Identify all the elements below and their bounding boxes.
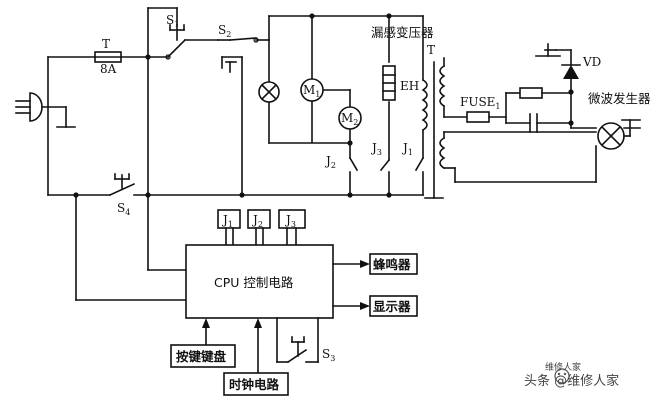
relay-j1-label: J1 [221, 213, 233, 229]
s1-label: S1 [166, 13, 179, 29]
transformer-t-label: T [427, 43, 435, 57]
relay-j3-label: J3 [284, 213, 296, 229]
relay-coils: J1 J2 J3 [217, 209, 306, 246]
relay-j2-label: J2 [251, 213, 263, 229]
switch-s1: S1 [165, 13, 187, 60]
switch-s2: S2 [218, 23, 259, 73]
motor-m1: M1 [300, 78, 324, 102]
vd-label: VD [582, 55, 601, 69]
watermark: 维修人家 头条 @维修人家 [524, 361, 619, 389]
keypad-box: 按键键盘 [170, 344, 236, 368]
display-label: 显示器 [373, 299, 411, 314]
junction-dots [73, 13, 574, 198]
fuse1-label: FUSE1 [460, 95, 501, 111]
motor-m2: M2 [338, 106, 362, 130]
clock-label: 时钟电路 [229, 377, 280, 392]
fuse-rating-label: 8A [100, 62, 117, 76]
s2-label: S2 [218, 23, 231, 39]
keypad-label: 按键键盘 [176, 349, 227, 364]
s4-label: S4 [117, 201, 130, 217]
fuse-t-label: T [102, 37, 110, 51]
power-plug-icon [15, 92, 76, 128]
lamp-icon [258, 81, 280, 103]
buzzer-box: 蜂鸣器 [369, 253, 418, 275]
cpu-label: CPU 控制电路 [214, 275, 294, 290]
hv-circuit: FUSE1 VD 微波发生器 [443, 43, 651, 183]
main-fuse: T 8A [94, 37, 122, 76]
clock-box: 时钟电路 [223, 372, 289, 396]
eh-label: EH [400, 79, 419, 93]
j2-label: J2 [324, 154, 336, 170]
s3-label: S3 [322, 347, 335, 363]
cpu-block: CPU 控制电路 S3 [185, 244, 370, 374]
m2-label: M2 [341, 111, 358, 127]
magnetron-label: 微波发生器 [588, 91, 651, 106]
display-box: 显示器 [369, 295, 418, 317]
j3-label: J3 [370, 141, 382, 157]
svg-text:维修人家: 维修人家 [545, 361, 581, 373]
leakage-transformer-label: 漏感变压器 [371, 25, 434, 40]
main-wiring [47, 7, 425, 301]
m1-label: M1 [303, 83, 320, 99]
j1-label: J1 [401, 141, 413, 157]
heater-eh: EH [382, 65, 419, 101]
leakage-transformer: 漏感变压器 T [371, 25, 446, 199]
watermark-label: 头条 @维修人家 [524, 373, 619, 389]
buzzer-label: 蜂鸣器 [373, 257, 411, 272]
switch-s4: S4 [108, 173, 136, 217]
